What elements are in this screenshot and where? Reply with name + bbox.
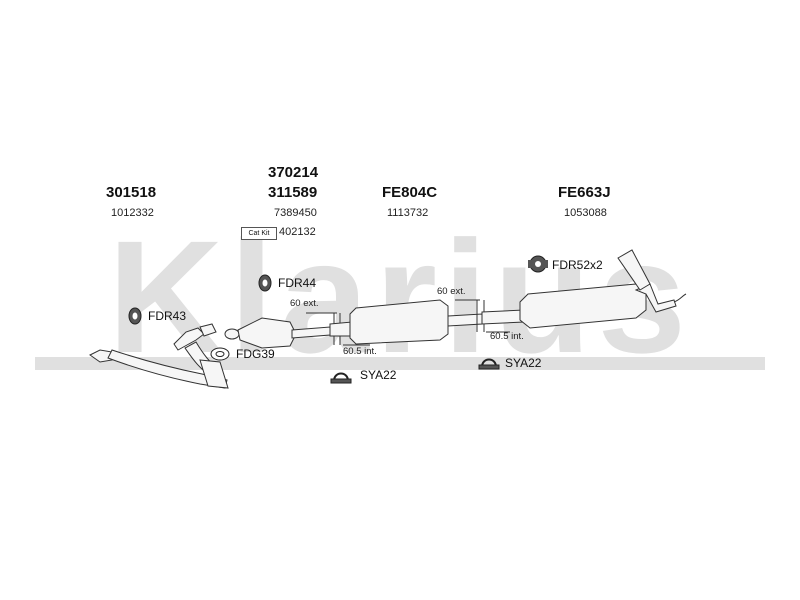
column-1-main-number: 301518 (106, 184, 157, 201)
front-pipe-drawing (89, 323, 229, 389)
column-3-sub-number: 1113732 (387, 207, 429, 219)
sya22-a-label: SYA22 (360, 368, 397, 382)
dim-int-1: 60.5 int. (343, 346, 377, 357)
fdr44-icon (258, 274, 272, 292)
column-2-main-number: 311589 (268, 184, 318, 201)
rear-silencer-drawing (481, 249, 687, 329)
fdr43-icon (128, 307, 142, 325)
column-4-main-number: FE663J (558, 184, 611, 201)
middle-silencer-drawing (329, 299, 483, 345)
fdg39-label: FDG39 (236, 347, 275, 361)
column-2-sub-number: 7389450 (274, 207, 317, 219)
cat-kit-badge: Cat Kit (241, 227, 277, 240)
fdg39-icon (210, 347, 230, 361)
column-2-top-number: 370214 (268, 164, 319, 181)
column-3-main-number: FE804C (382, 184, 438, 201)
column-1-sub-number: 1012332 (111, 207, 154, 219)
dim-ext-2: 60 ext. (437, 286, 466, 297)
cat-kit-number: 402132 (279, 226, 316, 238)
dim-ext-1: 60 ext. (290, 298, 319, 309)
clamp-a-icon (330, 372, 352, 384)
column-4-sub-number: 1053088 (564, 207, 607, 219)
fdr52-label: FDR52x2 (552, 258, 603, 272)
fdr52-icon (528, 255, 548, 273)
fdr44-label: FDR44 (278, 276, 317, 290)
fdr43-label: FDR43 (148, 309, 187, 323)
clamp-b-icon (478, 358, 500, 370)
dim-int-2: 60.5 int. (490, 331, 524, 342)
sya22-b-label: SYA22 (505, 356, 542, 370)
